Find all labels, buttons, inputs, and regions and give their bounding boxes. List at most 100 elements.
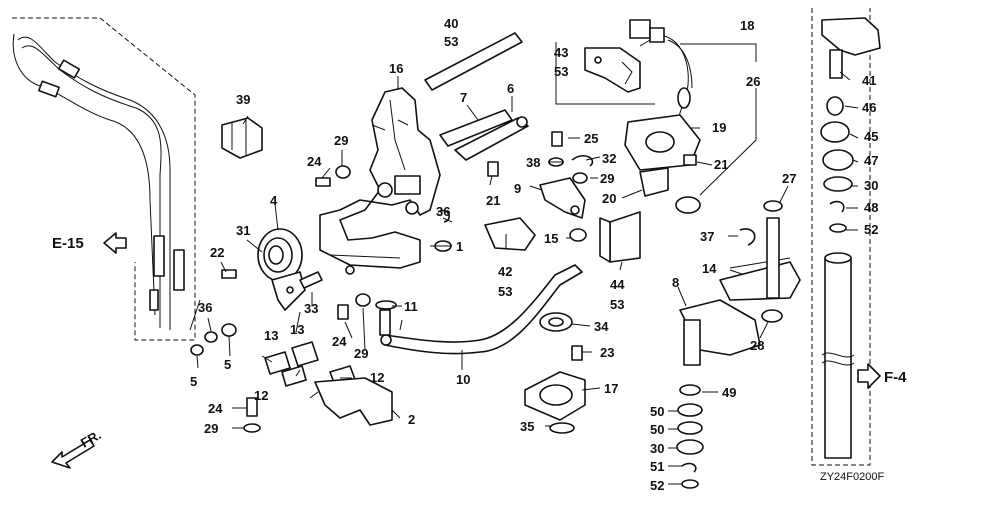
label-48: 48	[864, 200, 878, 215]
part-10-lever	[384, 264, 583, 355]
label-30-a: 30	[864, 178, 878, 193]
label-30-b: 30	[650, 441, 664, 456]
label-12-b: 12	[370, 370, 384, 385]
label-41: 41	[862, 73, 876, 88]
label-45: 45	[864, 129, 878, 144]
label-4: 4	[270, 193, 278, 208]
label-51: 51	[650, 459, 664, 474]
bracket-43-box	[555, 42, 655, 105]
label-40: 40	[444, 16, 458, 31]
label-2: 2	[408, 412, 415, 427]
part-29-washer-lower	[243, 423, 261, 433]
part-13-clamp-left	[264, 351, 291, 375]
label-38: 38	[526, 155, 540, 170]
label-31: 31	[236, 223, 250, 238]
label-25: 25	[584, 131, 598, 146]
label-43: 43	[554, 45, 568, 60]
label-32: 32	[602, 151, 616, 166]
part-2-plate	[314, 377, 393, 426]
part-11-bolt	[379, 309, 391, 336]
front-direction-indicator: FR.	[51, 427, 104, 469]
label-19: 19	[712, 120, 726, 135]
label-20: 20	[602, 191, 616, 206]
part-29-washer-upper	[335, 165, 351, 179]
label-14: 14	[702, 261, 717, 276]
label-53-a: 53	[444, 34, 458, 49]
part-35-washer	[549, 422, 575, 434]
label-49: 49	[722, 385, 736, 400]
label-5-b: 5	[224, 357, 231, 372]
ref-label-left: E-15	[52, 235, 84, 252]
label-24-c: 24	[208, 401, 223, 416]
part-30-washer-lower	[676, 439, 704, 455]
part-44-block	[599, 211, 641, 263]
label-22: 22	[210, 245, 224, 260]
throttle-cable-assembly	[12, 33, 185, 330]
label-27: 27	[782, 171, 796, 186]
label-50-b: 50	[650, 422, 664, 437]
label-29-c: 29	[600, 171, 614, 186]
part-48-clip	[829, 200, 845, 213]
part-30-washer-upper	[823, 176, 853, 192]
ref-arrow-right-icon	[857, 363, 881, 389]
part-37-clip	[739, 228, 756, 246]
part-24-bolt-middle	[337, 304, 349, 320]
part-23-screw	[571, 345, 583, 361]
label-47: 47	[864, 153, 878, 168]
label-9: 9	[514, 181, 521, 196]
front-arrow-icon	[51, 439, 95, 469]
part-25-bolt	[551, 131, 563, 147]
part-17-base	[524, 371, 586, 421]
label-46: 46	[862, 100, 876, 115]
part-47-bearing	[822, 149, 854, 171]
label-35: 35	[520, 419, 534, 434]
part-36-clip-left	[204, 331, 218, 343]
part-45-bearing	[820, 121, 850, 143]
part-labels: 16 40 53 7 6 39 29 24 4 31 22 33 36 1 11…	[190, 16, 878, 493]
part-18-harness	[629, 19, 693, 121]
tiller-tube	[821, 252, 855, 459]
label-34: 34	[594, 319, 609, 334]
part-15-collar	[569, 228, 587, 242]
label-26: 26	[746, 74, 760, 89]
part-5-washer-left	[190, 344, 204, 356]
label-33: 33	[304, 301, 318, 316]
label-37: 37	[700, 229, 714, 244]
part-27-shaft	[763, 200, 783, 299]
ref-label-right: F-4	[884, 369, 907, 386]
part-52-ring-upper	[829, 223, 847, 233]
label-7: 7	[460, 90, 467, 105]
part-39-clip	[221, 117, 263, 159]
part-33-pin	[299, 271, 323, 289]
part-6-link	[454, 117, 529, 161]
part-40-strap	[424, 32, 523, 91]
label-53-c: 53	[554, 64, 568, 79]
part-32-clip	[571, 155, 594, 167]
label-18: 18	[740, 18, 754, 33]
part-50-seal-upper	[677, 403, 703, 417]
label-21-a: 21	[486, 193, 500, 208]
diagram-code: ZY24F0200F	[820, 471, 884, 483]
label-36-b: 36	[436, 204, 450, 219]
part-21-screw-left	[487, 161, 499, 177]
label-29-d: 29	[204, 421, 218, 436]
part-29-washer-right	[572, 172, 588, 184]
leader-lines	[189, 39, 859, 485]
part-24-bolt-lower	[246, 397, 258, 417]
label-10: 10	[456, 372, 470, 387]
label-28: 28	[750, 338, 764, 353]
label-21-b: 21	[714, 157, 728, 172]
label-39: 39	[236, 92, 250, 107]
part-20-boot	[639, 167, 669, 197]
label-12-a: 12	[254, 388, 268, 403]
label-36-a: 36	[198, 300, 212, 315]
part-49-washer	[679, 384, 701, 396]
part-29-washer-middle	[355, 293, 371, 307]
part-50-seal-lower	[677, 421, 703, 435]
label-42: 42	[498, 264, 512, 279]
tiller-enclosure-box	[811, 8, 871, 466]
label-24-a: 24	[307, 154, 322, 169]
part-16-bracket	[319, 87, 441, 275]
